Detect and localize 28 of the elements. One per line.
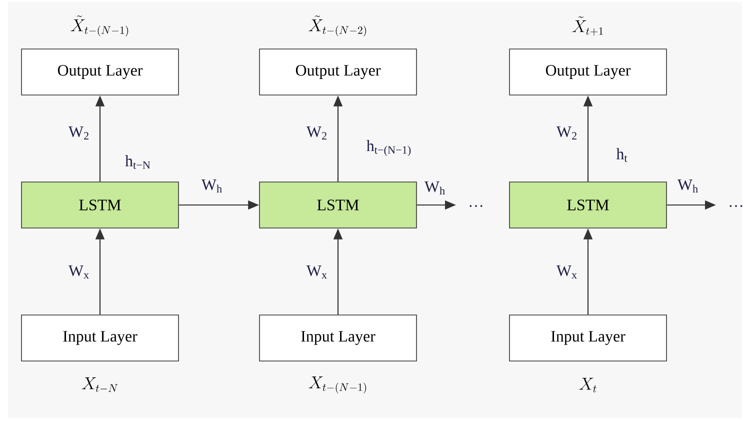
edge-label: W$_{2}$ <box>306 126 326 140</box>
lstm-box: LSTM <box>509 182 667 228</box>
edge-label: W$_{h}$ <box>424 182 445 195</box>
edge-label: W$_{2}$ <box>556 126 576 140</box>
lstm-box: LSTM <box>259 182 417 228</box>
variable-label: $\tilde{X}_{t-(N-2)}$ <box>308 16 366 36</box>
variable-label: $X_{t}$ <box>579 378 596 392</box>
hidden-state-label: h$_{t}$ <box>616 148 628 162</box>
edge-label: W$_{2}$ <box>68 126 88 140</box>
variable-label: $\tilde{X}_{t-(N-1)}$ <box>70 16 128 36</box>
output-layer-box: Output Layer <box>259 48 417 96</box>
output-layer-box: Output Layer <box>509 48 667 96</box>
hidden-state-label: h$_{t−(N−1)}$ <box>366 140 411 156</box>
output-layer-box: Output Layer <box>21 48 179 96</box>
ellipsis: … <box>730 205 742 207</box>
variable-label: $X_{t-(N-1)}$ <box>308 376 366 394</box>
edge-label: W$_{h}$ <box>677 180 698 193</box>
input-layer-box: Input Layer <box>259 314 417 362</box>
edge-label: W$_{x}$ <box>556 266 577 279</box>
input-layer-box: Input Layer <box>509 314 667 362</box>
edge-label: W$_{h}$ <box>201 180 222 193</box>
variable-label: $X_{t-N}$ <box>82 377 118 392</box>
input-layer-box: Input Layer <box>21 314 179 362</box>
edge-label: W$_{x}$ <box>306 266 327 279</box>
ellipsis: … <box>470 205 482 207</box>
variable-label: $\tilde{X}_{t+1}$ <box>572 16 603 36</box>
lstm-box: LSTM <box>21 182 179 228</box>
edge-label: W$_{x}$ <box>68 266 89 279</box>
